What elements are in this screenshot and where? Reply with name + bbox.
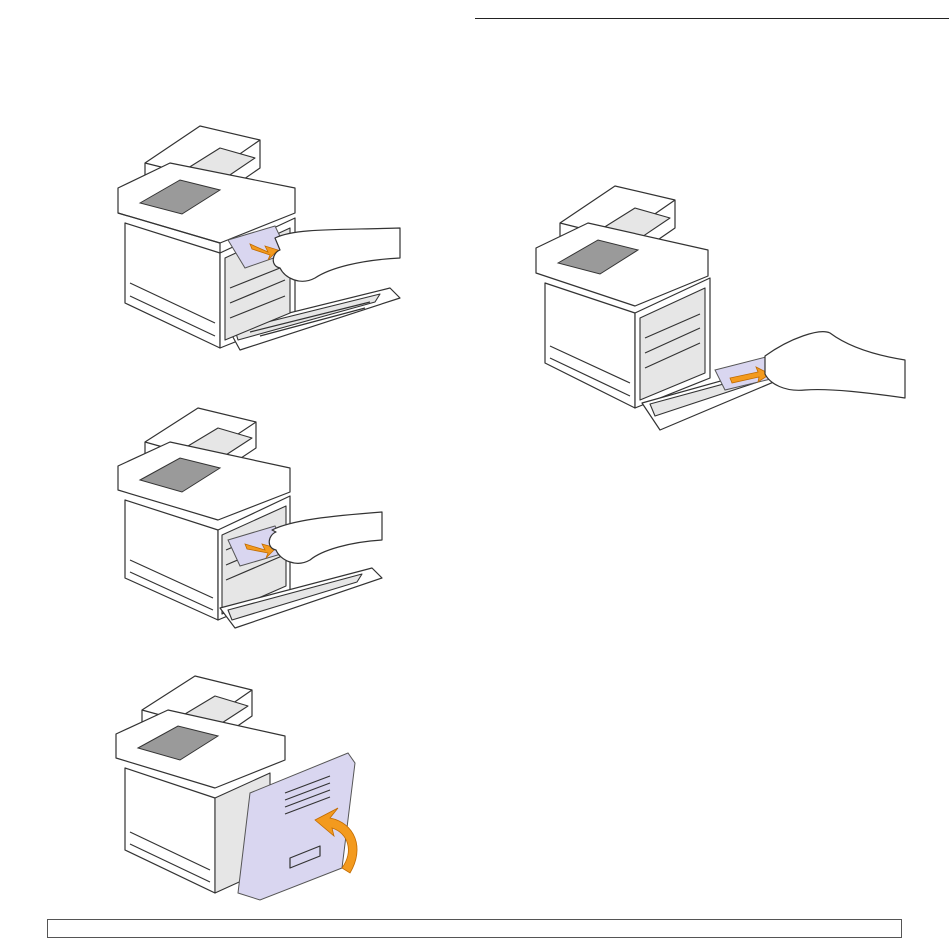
header-rule [475,18,949,19]
illustration-printer-duplex-jam [530,178,910,436]
illustration-close-door [110,668,370,908]
hand-1 [273,228,400,281]
illustration-printer-upper-jam [110,118,410,363]
illustration-printer-fuser-jam [110,400,390,630]
printer-body-2 [536,186,795,430]
hand-2 [765,332,905,398]
footer-bar [47,919,902,938]
